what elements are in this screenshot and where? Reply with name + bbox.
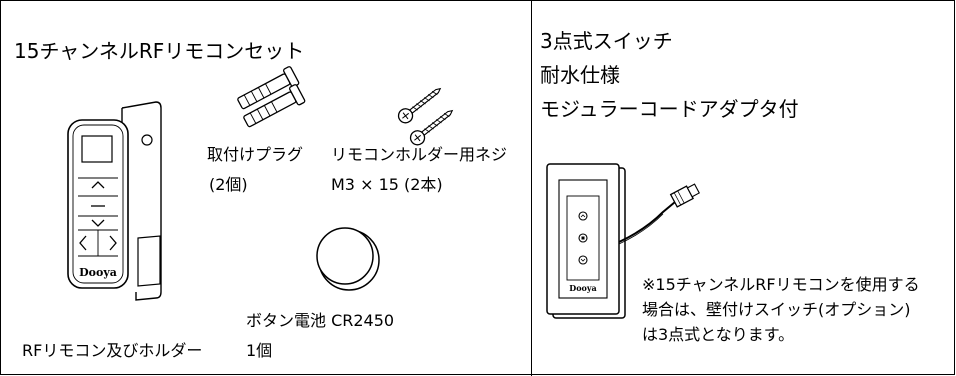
usage-note: ※15チャンネルRFリモコンを使用する 場合は、壁付けスイッチ(オプション) は…	[642, 272, 952, 347]
right-line1: 3点式スイッチ	[540, 29, 673, 53]
plug-label: 取付けプラグ	[207, 145, 304, 164]
remote-label: RFリモコン及びホルダー	[22, 341, 203, 360]
note-line-1: ※15チャンネルRFリモコンを使用する	[642, 275, 920, 294]
battery-qty: 1個	[246, 341, 273, 360]
screw-icon	[397, 87, 454, 146]
remote-holder-icon: Dooya	[67, 101, 162, 301]
panel-divider	[531, 0, 532, 376]
note-line-3: は3点式となります。	[642, 325, 795, 344]
wall-switch-icon: Dooya	[546, 163, 700, 319]
screw-label: リモコンホルダー用ネジ	[331, 145, 508, 164]
coin-battery-icon	[316, 227, 380, 291]
screw-qty: M3 × 15 (2本)	[331, 175, 443, 194]
plug-qty: (2個)	[209, 175, 248, 194]
note-line-2: 場合は、壁付けスイッチ(オプション)	[642, 300, 911, 319]
svg-text:Dooya: Dooya	[569, 283, 596, 293]
svg-text:Dooya: Dooya	[79, 266, 117, 279]
battery-label: ボタン電池 CR2450	[246, 311, 395, 330]
right-line2: 耐水仕様	[540, 63, 620, 87]
right-line3: モジュラーコードアダプタ付	[540, 97, 799, 121]
left-title: 15チャンネルRFリモコンセット	[14, 39, 305, 63]
wall-plug-icon	[237, 66, 306, 128]
